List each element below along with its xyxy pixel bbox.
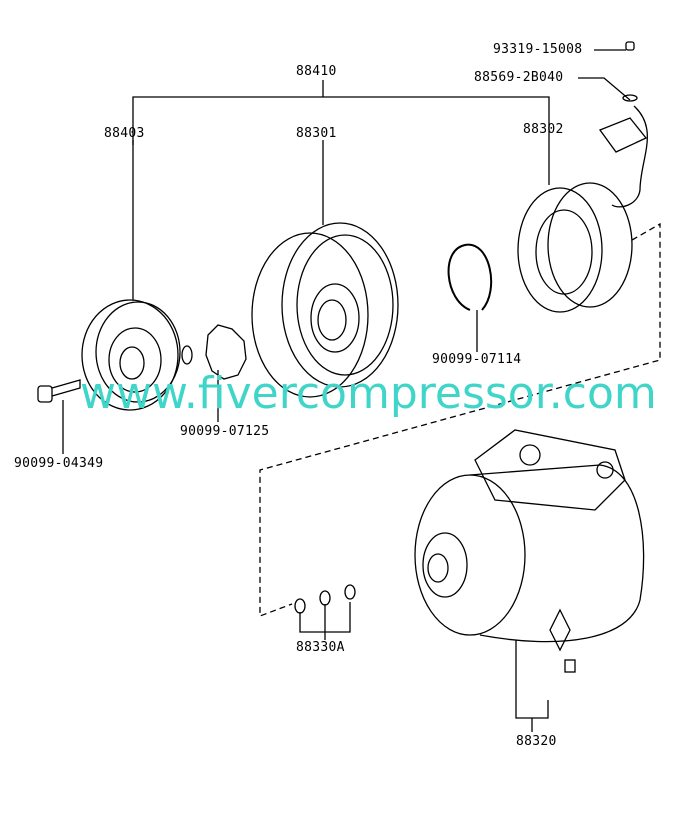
- pulley-drawing: [251, 222, 399, 398]
- coil-drawing: [517, 41, 648, 313]
- part-label-90099-04349: 90099-04349: [14, 456, 104, 471]
- spacer-drawing: [205, 324, 247, 380]
- part-label-88302: 88302: [523, 122, 564, 137]
- part-label-88301: 88301: [296, 126, 337, 141]
- part-label-90099-07114: 90099-07114: [432, 352, 522, 367]
- part-label-88410: 88410: [296, 64, 337, 79]
- hub-drawing: [81, 299, 193, 411]
- part-label-88320: 88320: [516, 734, 557, 749]
- bolt-drawing: [37, 379, 81, 403]
- part-label-90099-07125: 90099-07125: [180, 424, 270, 439]
- dashed-guide: [259, 222, 661, 617]
- snap-ring-drawing: [447, 243, 493, 311]
- part-label-88403: 88403: [104, 126, 145, 141]
- part-label-93319-15008: 93319-15008: [493, 42, 583, 57]
- part-label-88330A: 88330A: [296, 640, 345, 655]
- watermark: www.fivercompressor.com: [80, 368, 657, 419]
- shims-drawing: [294, 584, 356, 614]
- part-label-88569-2B040: 88569-2B040: [474, 70, 564, 85]
- leader-lines: [62, 49, 631, 732]
- compressor-drawing: [414, 429, 645, 673]
